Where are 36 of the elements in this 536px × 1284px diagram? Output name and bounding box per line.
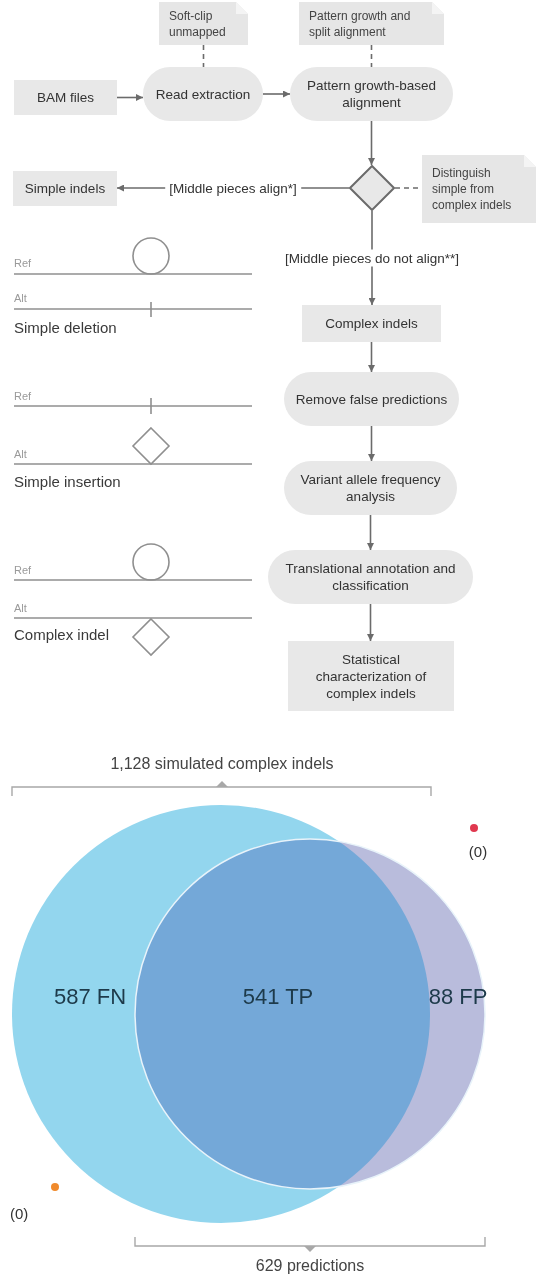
process-box: Complex indels (302, 305, 441, 342)
track-label: Alt (14, 601, 28, 615)
process-pill: Translational annotation and classification (268, 550, 473, 604)
arrow (116, 94, 144, 101)
process-box: BAM files (14, 80, 117, 115)
bracket-label: 629 predictions (254, 1256, 366, 1276)
count-label: (0) (467, 843, 489, 861)
arrow (367, 603, 374, 642)
decision-diamond (349, 165, 395, 211)
note-box: Soft-clip unmapped (159, 2, 248, 45)
arrow (368, 425, 375, 462)
arrow (367, 514, 374, 551)
indel-type-label: Complex indel (14, 626, 111, 644)
track-label: Ref (14, 563, 33, 577)
venn-count-label: 541 TP (241, 983, 315, 1010)
bracket-label: 1,128 simulated complex indels (109, 754, 335, 774)
arrow (368, 120, 375, 166)
process-pill: Variant allele frequency analysis (284, 461, 457, 515)
process-box: Simple indels (13, 171, 117, 206)
note-box: Distinguish simple from complex indels (422, 155, 536, 223)
indel-type-label: Simple insertion (14, 473, 122, 491)
track-label: Ref (14, 389, 33, 403)
venn-count-label: 587 FN (52, 983, 128, 1010)
arrow (368, 341, 375, 373)
track-label: Alt (14, 447, 28, 461)
process-pill: Pattern growth-based alignment (290, 67, 453, 121)
process-pill: Read extraction (143, 67, 263, 121)
track-label: Ref (14, 256, 33, 270)
arrow (262, 90, 291, 98)
count-label: (0) (10, 1205, 30, 1223)
process-pill: Remove false predictions (284, 372, 459, 426)
process-box: Statistical characterization of complex indels (288, 641, 454, 711)
venn-count-label: 88 FP (427, 983, 489, 1010)
note-box: Pattern growth and split alignment (299, 2, 444, 45)
track-label: Alt (14, 291, 28, 305)
indel-type-label: Simple deletion (14, 319, 118, 337)
